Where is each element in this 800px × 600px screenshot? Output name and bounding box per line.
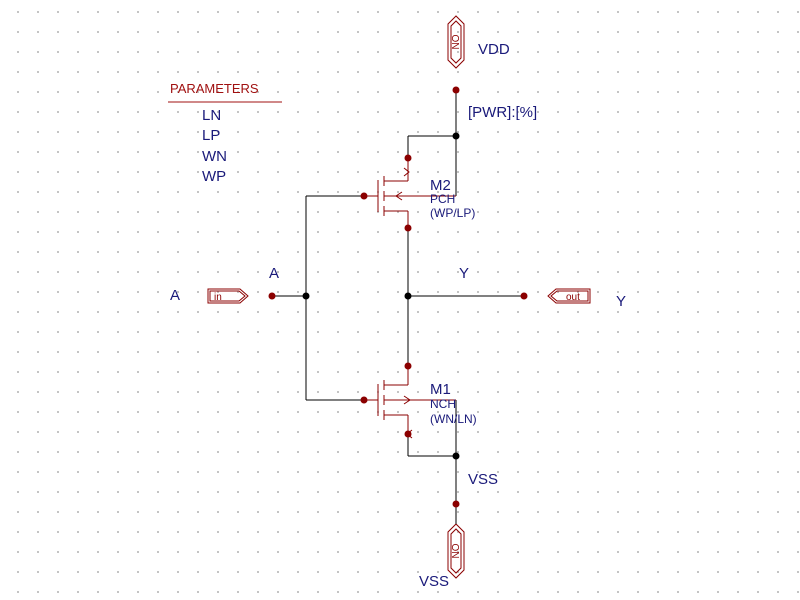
- junction-dots: [302, 132, 460, 460]
- parameter-item: WP: [202, 168, 226, 185]
- vss-label: VSS: [419, 573, 449, 590]
- junction-dot: [452, 452, 460, 460]
- vdd-property: [PWR]:[%]: [468, 104, 537, 121]
- input-port-label: A: [170, 287, 180, 304]
- input-port-text: in: [214, 292, 222, 303]
- pin-dot[interactable]: [452, 500, 460, 508]
- m1-model: NCH: [430, 397, 456, 411]
- pin-dot[interactable]: [404, 430, 412, 438]
- output-port-label: Y: [616, 293, 626, 310]
- m2-model: PCH: [430, 192, 455, 206]
- parameters-block[interactable]: PARAMETERS LN LP WN WP: [168, 81, 282, 185]
- parameter-item: LN: [202, 107, 221, 124]
- m2-size: (WP/LP): [430, 206, 475, 220]
- junction-dot: [452, 132, 460, 140]
- vdd-symbol-text: NO: [451, 34, 462, 49]
- input-port[interactable]: in: [207, 288, 249, 304]
- pin-dot[interactable]: [360, 396, 368, 404]
- wires: [272, 90, 524, 504]
- input-net-label: A: [269, 265, 279, 282]
- pmos-transistor-m2[interactable]: [364, 158, 456, 228]
- pin-dot[interactable]: [404, 224, 412, 232]
- output-net-label: Y: [459, 265, 469, 282]
- nmos-transistor-m1[interactable]: [364, 366, 456, 439]
- vss-power-symbol[interactable]: NO: [447, 523, 465, 579]
- pin-dot[interactable]: [360, 192, 368, 200]
- vss-net-label: VSS: [468, 471, 498, 488]
- output-port-text: out: [566, 292, 580, 303]
- m1-size: (WN/LN): [430, 412, 477, 426]
- parameters-title: PARAMETERS: [170, 81, 259, 96]
- vdd-label: VDD: [478, 41, 510, 58]
- vdd-power-symbol[interactable]: NO: [447, 15, 465, 69]
- junction-dot: [404, 292, 412, 300]
- output-port[interactable]: out: [547, 288, 591, 304]
- pin-dot[interactable]: [404, 154, 412, 162]
- pin-dots: [268, 86, 528, 508]
- parameter-item: WN: [202, 148, 227, 165]
- junction-dot: [302, 292, 310, 300]
- m1-name: M1: [430, 381, 451, 398]
- pin-dot[interactable]: [404, 362, 412, 370]
- vss-symbol-text: NO: [451, 543, 462, 558]
- pin-dot[interactable]: [452, 86, 460, 94]
- pin-dot[interactable]: [520, 292, 528, 300]
- parameter-item: LP: [202, 127, 220, 144]
- pin-dot[interactable]: [268, 292, 276, 300]
- m2-name: M2: [430, 177, 451, 194]
